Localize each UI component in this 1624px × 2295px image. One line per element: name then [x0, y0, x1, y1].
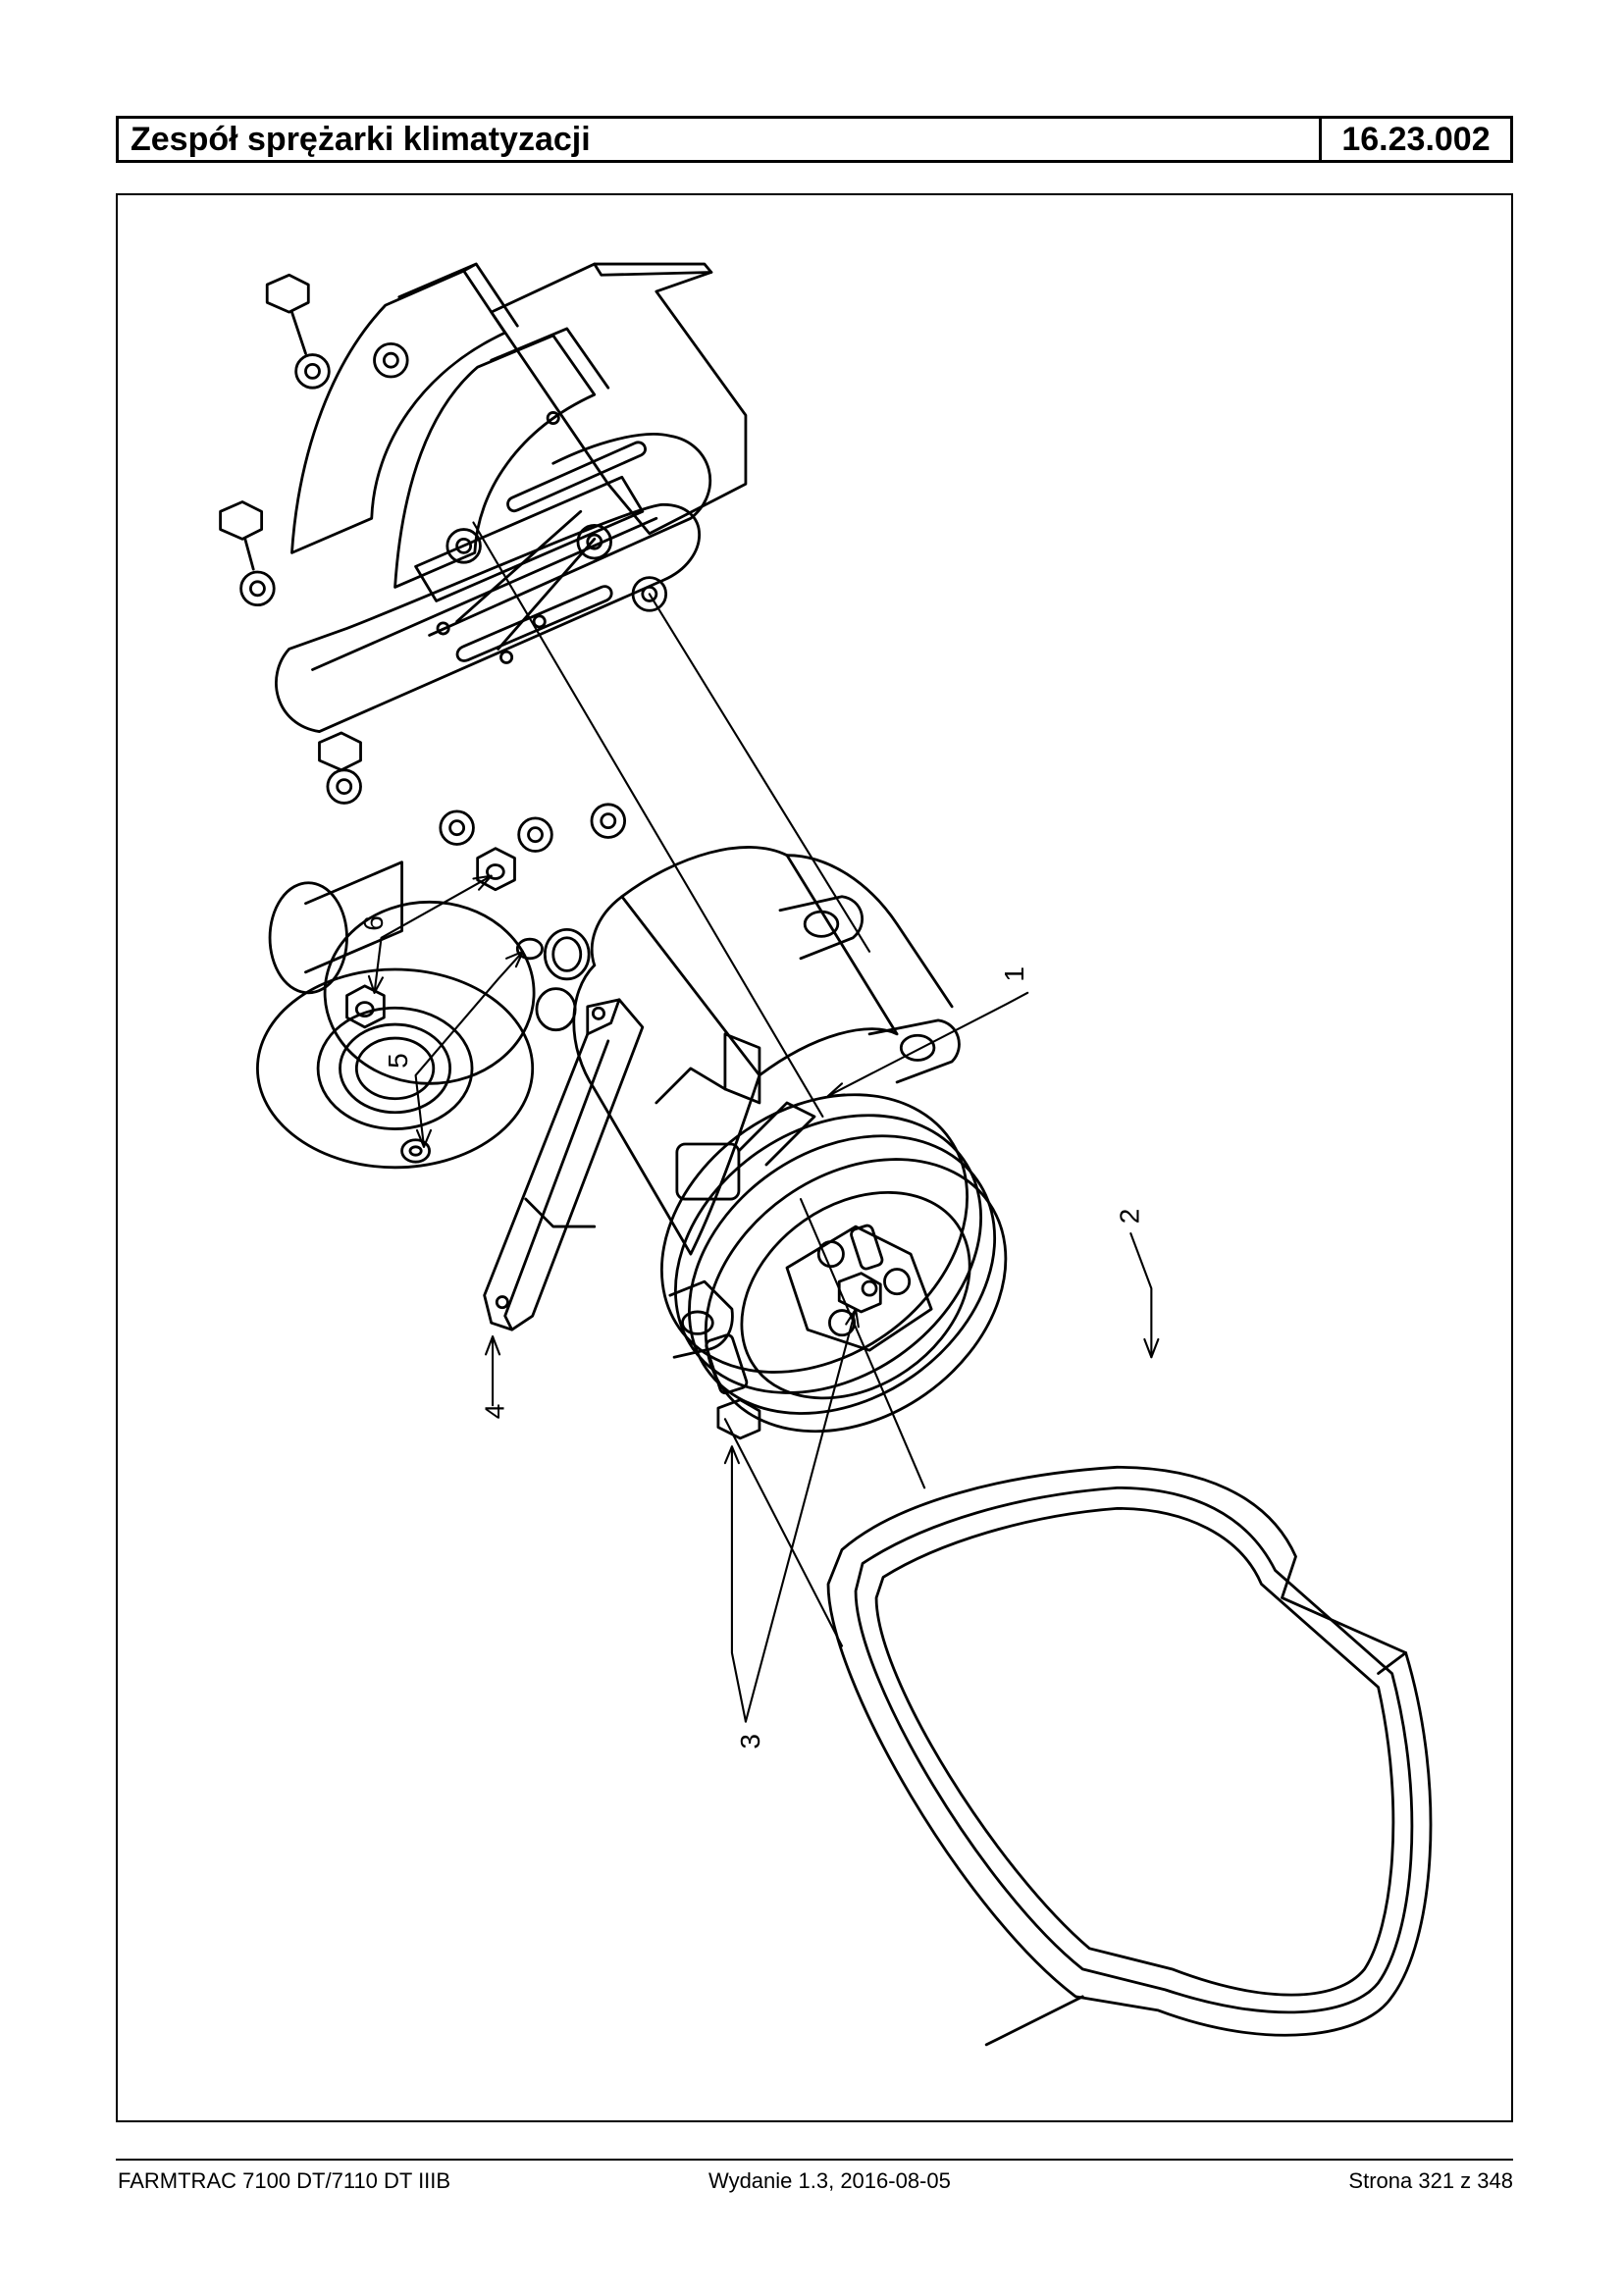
bolts	[705, 1224, 884, 1440]
exploded-parts-drawing: 1 2 3 4 5 6	[219, 262, 1433, 2047]
footer-edition: Wydanie 1.3, 2016-08-05	[708, 2168, 951, 2193]
callout-3: 3	[735, 1734, 765, 1749]
idler-pulley	[256, 861, 536, 1170]
callout-6: 6	[358, 915, 389, 931]
footer-page-number: Strona 321 z 348	[1348, 2168, 1513, 2193]
callout-1: 1	[999, 966, 1029, 982]
footer-model: FARMTRAC 7100 DT/7110 DT IIIB	[118, 2168, 451, 2193]
callout-leaders	[367, 874, 1160, 1723]
footer-rule	[116, 2159, 1513, 2161]
mounting-bracket	[219, 262, 748, 1170]
bracket-bolts	[219, 273, 668, 853]
page-title: Zespół sprężarki klimatyzacji	[131, 120, 591, 158]
callout-labels: 1 2 3 4 5 6	[358, 915, 1145, 1748]
callout-2: 2	[1115, 1209, 1145, 1225]
callout-5: 5	[383, 1053, 413, 1069]
bracket-plate	[483, 998, 645, 1331]
compressor	[535, 846, 1008, 1434]
drawing-frame: 1 2 3 4 5 6	[116, 193, 1513, 2122]
section-code: 16.23.002	[1319, 119, 1510, 160]
title-bar: Zespół sprężarki klimatyzacji 16.23.002	[116, 116, 1513, 163]
drive-belt	[826, 1465, 1433, 2047]
assembly-lines	[472, 521, 926, 1647]
callout-4: 4	[479, 1404, 509, 1420]
nuts-and-washers	[345, 847, 544, 1164]
